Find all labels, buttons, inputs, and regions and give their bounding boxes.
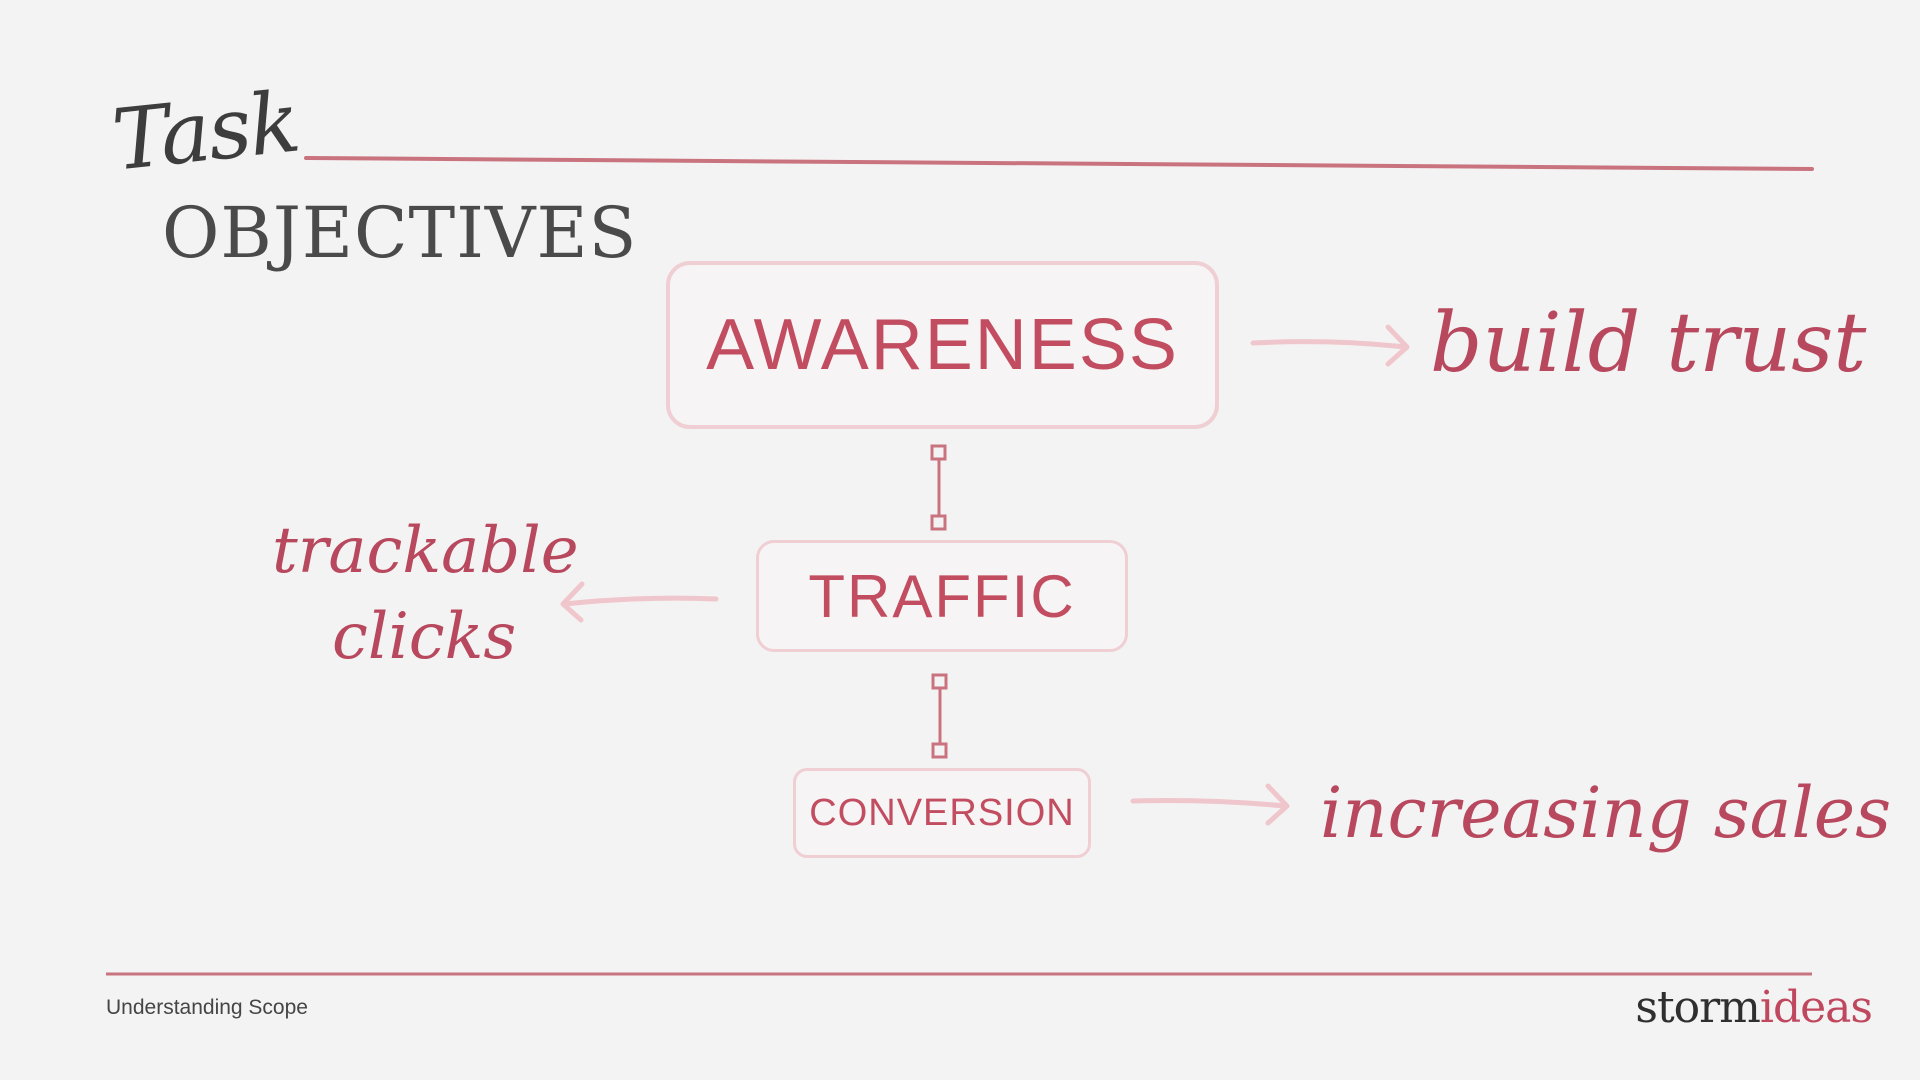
note-conversion: increasing sales <box>1320 772 1892 854</box>
footer-section-label: Understanding Scope <box>106 996 308 1019</box>
title-script: Task <box>108 72 303 190</box>
brand-logo: stormideas <box>1635 982 1873 1033</box>
arrow-right-icon <box>1250 324 1410 367</box>
note-traffic-line2: clicks <box>332 600 517 675</box>
arrow-right-icon <box>1130 783 1290 826</box>
logo-part-ideas: ideas <box>1759 982 1873 1033</box>
page-title: OBJECTIVES <box>162 192 638 274</box>
arrow-left-icon <box>560 581 719 623</box>
note-traffic-line1: trackable <box>272 514 579 588</box>
stage-awareness: AWARENESS <box>666 261 1219 429</box>
connector-awareness-traffic <box>930 444 947 531</box>
note-traffic: trackable clicks <box>272 508 579 681</box>
note-awareness: build trust <box>1430 296 1867 391</box>
logo-part-storm: storm <box>1635 982 1761 1033</box>
top-rule <box>304 156 1814 171</box>
stage-traffic: TRAFFIC <box>756 540 1128 652</box>
stage-conversion: CONVERSION <box>793 768 1091 858</box>
connector-traffic-conversion <box>931 673 948 759</box>
